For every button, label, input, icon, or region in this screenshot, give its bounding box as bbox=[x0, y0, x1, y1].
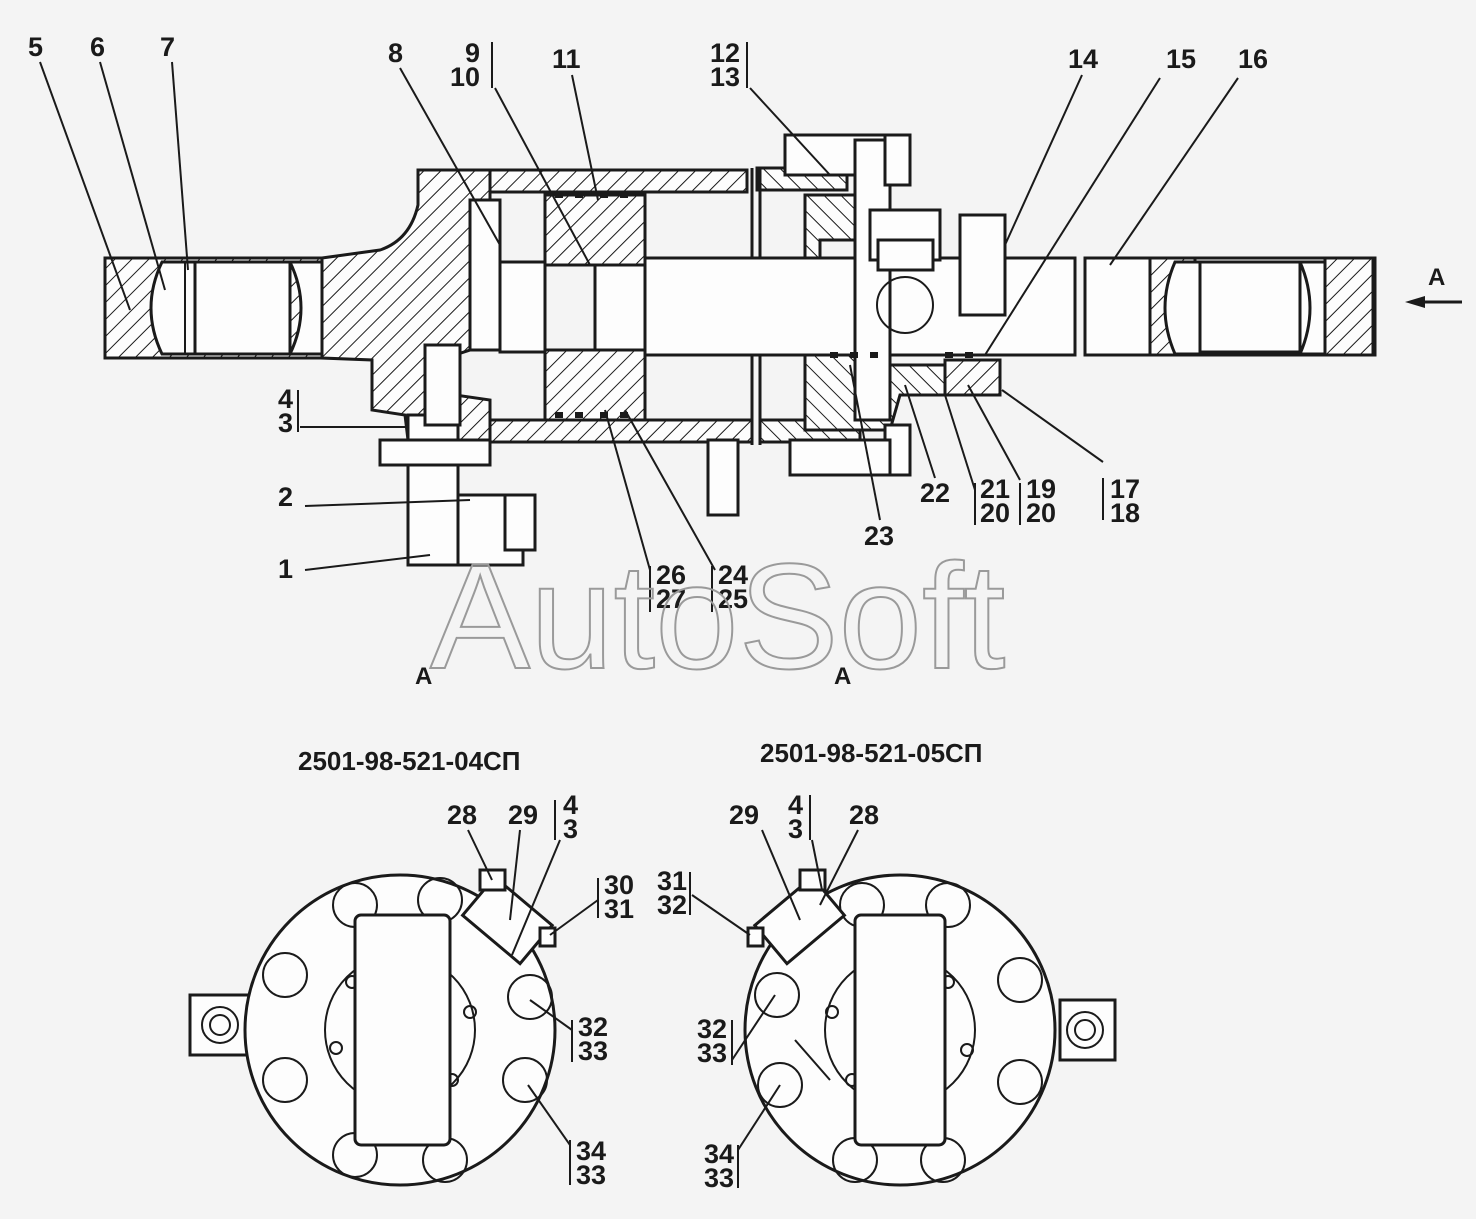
label-22: 22 bbox=[920, 478, 950, 508]
right-eye bbox=[1083, 256, 1377, 357]
label-33: 33 bbox=[578, 1036, 608, 1066]
part-labels-view-left: 28 29 4 3 30 31 32 33 34 33 bbox=[447, 790, 634, 1190]
label-24: 24 bbox=[718, 560, 748, 590]
label-18: 18 bbox=[1110, 498, 1140, 528]
label-12: 12 bbox=[710, 38, 740, 68]
label-7: 7 bbox=[160, 32, 175, 62]
label-3: 3 bbox=[278, 408, 293, 438]
label-26: 26 bbox=[656, 560, 686, 590]
watermark: AutoSoft bbox=[430, 532, 1005, 700]
label-4-view2: 4 bbox=[788, 790, 803, 820]
label-4: 4 bbox=[278, 384, 293, 414]
mounting-stud bbox=[706, 438, 740, 517]
label-29-view2: 29 bbox=[729, 800, 759, 830]
view-a-right bbox=[743, 868, 1117, 1187]
label-1: 1 bbox=[278, 554, 293, 584]
right-bushing bbox=[943, 358, 1002, 397]
label-31: 31 bbox=[604, 894, 634, 924]
view-a-left bbox=[188, 868, 557, 1187]
label-29: 29 bbox=[508, 800, 538, 830]
label-14: 14 bbox=[1068, 44, 1098, 74]
left-housing bbox=[320, 168, 502, 442]
label-32-view2: 32 bbox=[657, 890, 687, 920]
label-34-view2: 34 bbox=[704, 1139, 734, 1169]
label-3-view1: 3 bbox=[563, 814, 578, 844]
label-13: 13 bbox=[710, 62, 740, 92]
label-3-view2: 3 bbox=[788, 814, 803, 844]
label-30: 30 bbox=[604, 870, 634, 900]
label-28: 28 bbox=[447, 800, 477, 830]
part-labels-main: 5 6 7 8 9 10 11 12 13 14 15 16 4 3 2 1 1… bbox=[28, 32, 1268, 690]
left-eye bbox=[103, 256, 332, 360]
label-4-view1: 4 bbox=[563, 790, 578, 820]
label-32-view2-second: 32 bbox=[697, 1014, 727, 1044]
label-34: 34 bbox=[576, 1136, 606, 1166]
seals bbox=[555, 192, 973, 418]
label-32: 32 bbox=[578, 1012, 608, 1042]
part-labels-view-right: 29 4 3 28 31 32 32 33 34 33 bbox=[657, 790, 879, 1193]
port-fitting bbox=[378, 343, 537, 567]
label-9: 9 bbox=[465, 38, 480, 68]
label-27: 27 bbox=[656, 584, 686, 614]
label-5: 5 bbox=[28, 32, 43, 62]
view-arrow: A bbox=[1405, 264, 1462, 308]
right-gland bbox=[783, 133, 947, 477]
label-21: 21 bbox=[980, 474, 1010, 504]
label-20-second: 20 bbox=[980, 498, 1010, 528]
view-marker-label: A bbox=[1428, 264, 1445, 291]
label-20: 20 bbox=[1026, 498, 1056, 528]
cylinder-tube-top bbox=[488, 168, 749, 194]
label-19: 19 bbox=[1026, 474, 1056, 504]
label-16: 16 bbox=[1238, 44, 1268, 74]
label-10: 10 bbox=[450, 62, 480, 92]
section-mark-right: A bbox=[834, 663, 851, 690]
label-8: 8 bbox=[388, 38, 403, 68]
leader-lines-view-left bbox=[467, 800, 599, 1185]
label-11: 11 bbox=[552, 44, 581, 74]
label-28-view2: 28 bbox=[849, 800, 879, 830]
label-31-view2: 31 bbox=[657, 866, 687, 896]
label-23: 23 bbox=[864, 521, 894, 551]
label-33-view2: 33 bbox=[697, 1038, 727, 1068]
view-caption-right: 2501-98-521-05СП bbox=[760, 738, 983, 768]
view-caption-left: 2501-98-521-04СП bbox=[298, 746, 521, 776]
label-6: 6 bbox=[90, 32, 105, 62]
label-25: 25 bbox=[718, 584, 748, 614]
leader-lines-view-right bbox=[689, 795, 859, 1188]
label-17: 17 bbox=[1110, 474, 1140, 504]
leader-lines-main bbox=[39, 42, 1239, 612]
label-33-second: 33 bbox=[576, 1160, 606, 1190]
label-33-view2-second: 33 bbox=[704, 1163, 734, 1193]
label-2: 2 bbox=[278, 482, 293, 512]
piston bbox=[498, 193, 647, 422]
main-section-view: A bbox=[103, 133, 1462, 567]
section-mark-left: A bbox=[415, 663, 432, 690]
grease-nipple bbox=[868, 208, 1007, 334]
label-15: 15 bbox=[1166, 44, 1196, 74]
